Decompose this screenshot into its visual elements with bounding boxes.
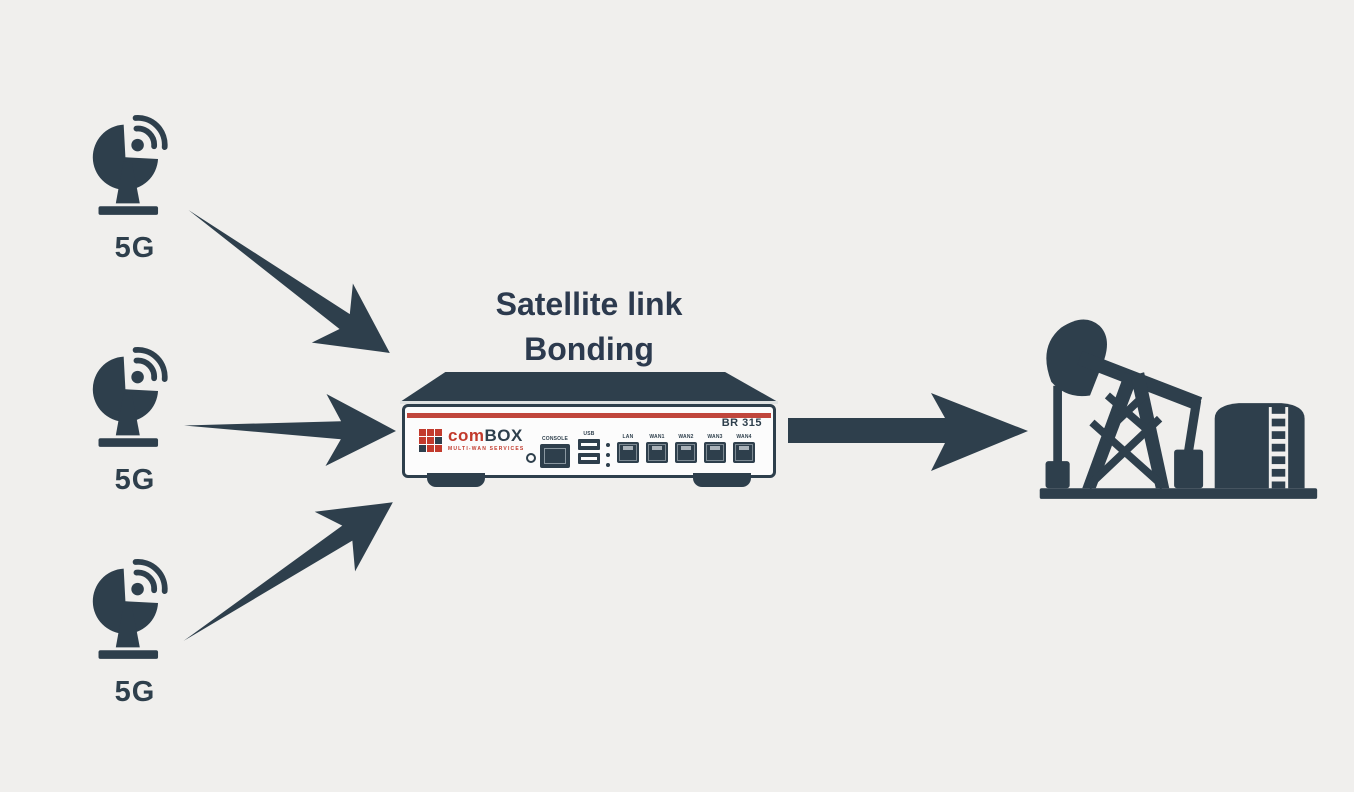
- satellite-node-1: 5G: [80, 104, 190, 265]
- source-label: 5G: [114, 232, 156, 264]
- console-port-group: CONSOLE: [539, 436, 571, 468]
- signal-waves-icon: [132, 115, 168, 150]
- rj45-port-icon: [675, 442, 697, 463]
- router-front-panel: BR 315 comBOX MULTI-WAN SERVICES CONSOLE: [402, 404, 776, 487]
- status-leds: [606, 443, 610, 467]
- reset-button: [526, 453, 536, 463]
- port-label: WAN2: [678, 434, 694, 440]
- router-foot: [693, 473, 751, 487]
- rj45-port-icon: [733, 442, 755, 463]
- port-label: WAN1: [649, 434, 665, 440]
- satellite-node-2: 5G: [80, 336, 190, 497]
- brand-tagline: MULTI-WAN SERVICES: [448, 446, 525, 452]
- oil-pumpjack-icon: [1039, 319, 1318, 499]
- arrow-bottom-source-to-router: [183, 502, 393, 641]
- usb-port-group: USB: [577, 431, 601, 467]
- usb-port-icon: [578, 439, 600, 450]
- signal-waves-icon: [132, 559, 168, 594]
- source-label: 5G: [114, 464, 156, 496]
- model-label: BR 315: [721, 417, 762, 429]
- bonding-router-device: BR 315 comBOX MULTI-WAN SERVICES CONSOLE: [400, 372, 778, 492]
- port-label: WAN4: [736, 434, 752, 440]
- satellite-dish-icon: [92, 347, 168, 447]
- usb-label: USB: [583, 431, 595, 437]
- console-port-icon: [540, 444, 570, 468]
- accent-stripe: [407, 413, 771, 418]
- title-line-1: Satellite link: [495, 286, 683, 322]
- rj45-port-icon: [617, 442, 639, 463]
- led-icon: [606, 453, 610, 457]
- signal-waves-icon: [132, 347, 168, 382]
- satellite-dish-icon: [92, 115, 168, 215]
- arrow-router-to-site: [788, 393, 1028, 471]
- ethernet-port-wan1: WAN1: [646, 434, 668, 463]
- router-top-lid: [400, 372, 778, 402]
- combox-logo: comBOX MULTI-WAN SERVICES: [419, 427, 524, 452]
- source-label: 5G: [114, 676, 156, 708]
- ethernet-port-lan: LAN: [617, 434, 639, 463]
- ethernet-port-wan2: WAN2: [675, 434, 697, 463]
- arrow-top-source-to-router: [188, 209, 390, 353]
- brand-name-right: BOX: [484, 426, 523, 445]
- satellite-dish-icon: [92, 559, 168, 659]
- led-icon: [606, 443, 610, 447]
- tank-ladder: [1268, 407, 1289, 489]
- destination-site: [1032, 314, 1322, 508]
- title-line-2: Bonding: [524, 331, 654, 367]
- port-label: LAN: [622, 434, 634, 440]
- rj45-port-icon: [646, 442, 668, 463]
- router-lid-edge: [400, 401, 778, 404]
- diagram-title: Satellite link Bonding: [398, 282, 780, 372]
- satellite-node-3: 5G: [80, 548, 190, 709]
- usb-port-icon: [578, 453, 600, 464]
- rj45-port-icon: [704, 442, 726, 463]
- console-label: CONSOLE: [541, 436, 569, 442]
- router-foot: [427, 473, 485, 487]
- led-icon: [606, 463, 610, 467]
- brand-name-left: com: [448, 426, 485, 445]
- ethernet-port-wan4: WAN4: [733, 434, 755, 463]
- ethernet-port-row: LAN WAN1 WAN2 WAN3 WAN4: [617, 434, 755, 463]
- port-label: WAN3: [707, 434, 723, 440]
- logo-grid-icon: [419, 429, 442, 452]
- ethernet-port-wan3: WAN3: [704, 434, 726, 463]
- arrow-middle-source-to-router: [184, 393, 396, 466]
